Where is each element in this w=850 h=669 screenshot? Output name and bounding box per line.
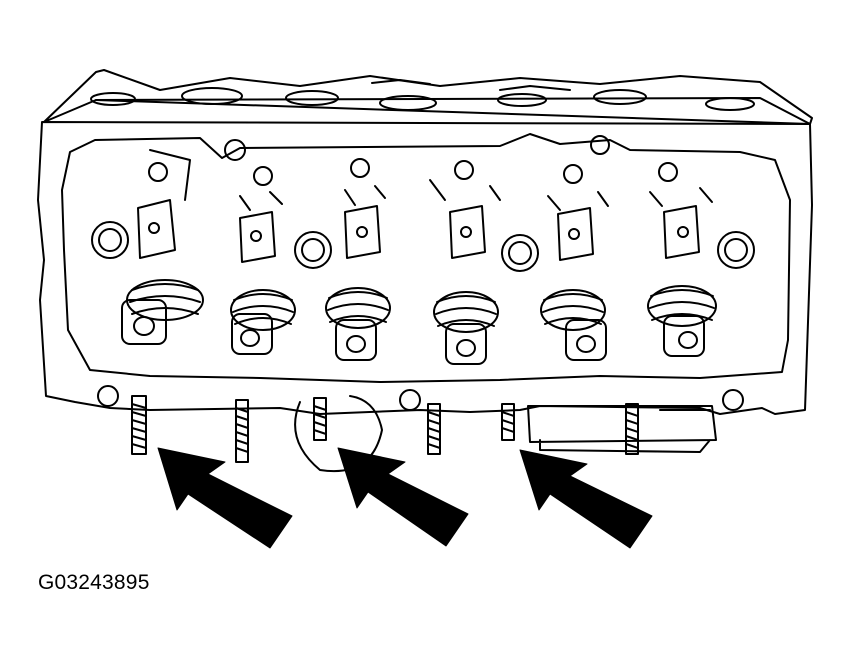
pedestal-4: [429, 160, 501, 259]
head-bolt-3: [313, 397, 327, 441]
head-bolt-5: [501, 403, 515, 441]
arrow-1: [157, 447, 293, 549]
head-bolt-2: [235, 399, 249, 463]
arrow-3: [519, 449, 653, 549]
pedestal-3: [344, 158, 386, 259]
pedestal-2: [239, 166, 283, 263]
head-bolts: [131, 395, 717, 473]
pedestal-5: [547, 164, 609, 261]
arrow-2: [337, 447, 469, 547]
head-front-face: [37, 121, 813, 415]
head-bolt-4: [427, 403, 441, 455]
pedestal-1: [137, 149, 191, 259]
head-bolt-1: [131, 395, 147, 455]
figure-id-label: G03243895: [38, 571, 150, 594]
rocker-pedestals: [137, 149, 713, 263]
valve-spring-1: [121, 279, 204, 345]
valve-spring-5: [540, 289, 607, 361]
head-top-deck: [43, 69, 813, 125]
valve-spring-3: [325, 287, 391, 361]
valve-spring-2: [230, 289, 296, 355]
valve-spring-4: [433, 291, 499, 365]
head-bolt-6: [625, 403, 639, 455]
head-bosses: [91, 221, 755, 272]
pedestal-6: [649, 162, 713, 259]
pointer-arrows: [157, 447, 653, 549]
valve-springs: [121, 279, 717, 365]
sensor-bracket: [527, 405, 717, 453]
valve-spring-6: [647, 285, 717, 357]
